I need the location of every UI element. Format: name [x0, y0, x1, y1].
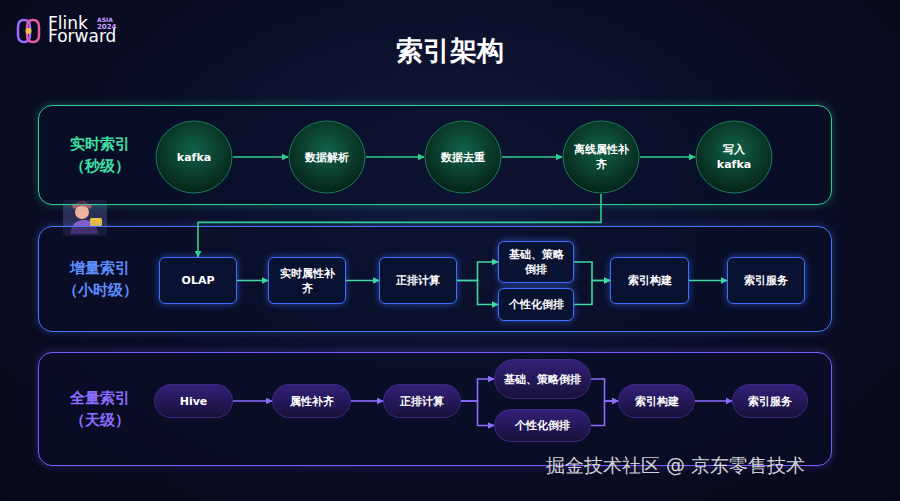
circle-shape: [563, 121, 639, 193]
band-heading: 全量索引 （天级）: [57, 353, 143, 465]
pill-shape: [495, 360, 591, 399]
node-label: 基础、策略倒排: [494, 359, 591, 399]
process-pill: Hive: [154, 384, 233, 418]
node-label: 实时属性补齐: [269, 258, 345, 303]
process-pill: 个性化倒排: [494, 409, 591, 442]
icon-laptop: [90, 218, 102, 226]
pill-shape: [384, 385, 461, 418]
logo-text: ASIA: [97, 17, 113, 23]
node-label: 离线属性补齐: [562, 120, 640, 194]
flow-arrow: [457, 281, 498, 305]
diagram-title: 索引架构: [0, 33, 900, 69]
pill-shape: [733, 385, 808, 418]
node-label: 个性化倒排: [494, 409, 591, 442]
flow-arrow: [461, 379, 494, 401]
node-label: 正排计算: [383, 384, 461, 418]
process-box: 实时属性补齐: [268, 257, 346, 304]
flow-arrow: [346, 280, 379, 282]
process-box: OLAP: [159, 257, 237, 304]
circle-shape: [156, 121, 232, 193]
flow-arrow: [366, 156, 424, 158]
node-label: 索引服务: [732, 384, 808, 418]
pill-shape: [273, 385, 351, 418]
node-label: 个性化倒排: [499, 289, 573, 320]
process-circle: 离线属性补齐: [562, 120, 640, 194]
process-pill: 属性补齐: [272, 384, 351, 418]
flow-arrow: [461, 401, 494, 426]
band-heading: 增量索引 （小时级）: [57, 227, 143, 331]
process-pill: 索引服务: [732, 384, 808, 418]
node-label: OLAP: [160, 258, 236, 303]
logo-text: Forward: [48, 28, 116, 45]
node-label: 索引构建: [618, 384, 695, 418]
process-pill: 正排计算: [383, 384, 461, 418]
flow-arrow: [233, 156, 288, 158]
watermark: 掘金技术社区 @ 京东零售技术: [546, 456, 805, 475]
flow-arrow: [591, 401, 618, 426]
node-label: 数据去重: [424, 120, 502, 194]
process-circle: kafka: [155, 120, 233, 194]
node-label: 数据解析: [288, 120, 366, 194]
flow-arrow: [591, 379, 618, 401]
process-circle: 写入kafka: [695, 120, 773, 194]
circle-outline: [695, 120, 773, 194]
flow-arrow: [689, 280, 727, 282]
node-label: 正排计算: [380, 258, 456, 303]
node-label: 属性补齐: [272, 384, 351, 418]
flow-arrow: [351, 400, 383, 402]
process-box: 正排计算: [379, 257, 457, 304]
node-label: 基础、策略倒排: [499, 242, 573, 282]
node-label: kafka: [155, 120, 233, 194]
swimlane-band: 实时索引 （秒级）kafka 数据解析数据去重离线属性补齐写入kafka: [38, 105, 832, 205]
circle-outline: [562, 120, 640, 194]
flink-logo: [18, 20, 39, 42]
circle-shape: [289, 121, 365, 193]
process-box: 个性化倒排: [498, 288, 574, 321]
process-circle: 数据去重: [424, 120, 502, 194]
pill-shape: [619, 385, 695, 418]
node-label: Hive: [154, 384, 233, 418]
flow-arrow: [502, 156, 562, 158]
process-pill: 索引构建: [618, 384, 695, 418]
swimlane-band: 全量索引 （天级） Hive 属性补齐正排计算基础、策略倒排个性化倒排索引构建 索引服…: [38, 352, 832, 466]
process-box: 基础、策略倒排: [498, 241, 574, 283]
band-heading: 实时索引 （秒级）: [57, 106, 143, 204]
flow-arrow: [640, 156, 695, 158]
flow-arrow: [574, 262, 610, 281]
flow-arrow: [233, 400, 272, 402]
logo-dot: [26, 28, 32, 34]
flow-arrow: [198, 194, 601, 257]
process-box: 索引构建: [610, 257, 689, 304]
process-box: 索引服务: [727, 257, 805, 304]
node-label: 写入kafka: [695, 120, 773, 194]
flow-arrow: [237, 280, 268, 282]
circle-shape: [425, 121, 501, 193]
flow-arrow: [574, 281, 610, 305]
node-label: 索引服务: [728, 258, 804, 303]
pill-shape: [495, 410, 591, 442]
flow-arrow: [457, 262, 498, 281]
process-pill: 基础、策略倒排: [494, 359, 591, 399]
flow-arrow: [695, 400, 732, 402]
node-label: 索引构建: [611, 258, 688, 303]
pill-shape: [155, 385, 233, 418]
swimlane-band: 增量索引 （小时级） OLAP 实时属性补齐正排计算 基础、策略倒排个性化倒排 索引构建…: [38, 226, 832, 332]
circle-shape: [696, 121, 772, 193]
process-circle: 数据解析: [288, 120, 366, 194]
